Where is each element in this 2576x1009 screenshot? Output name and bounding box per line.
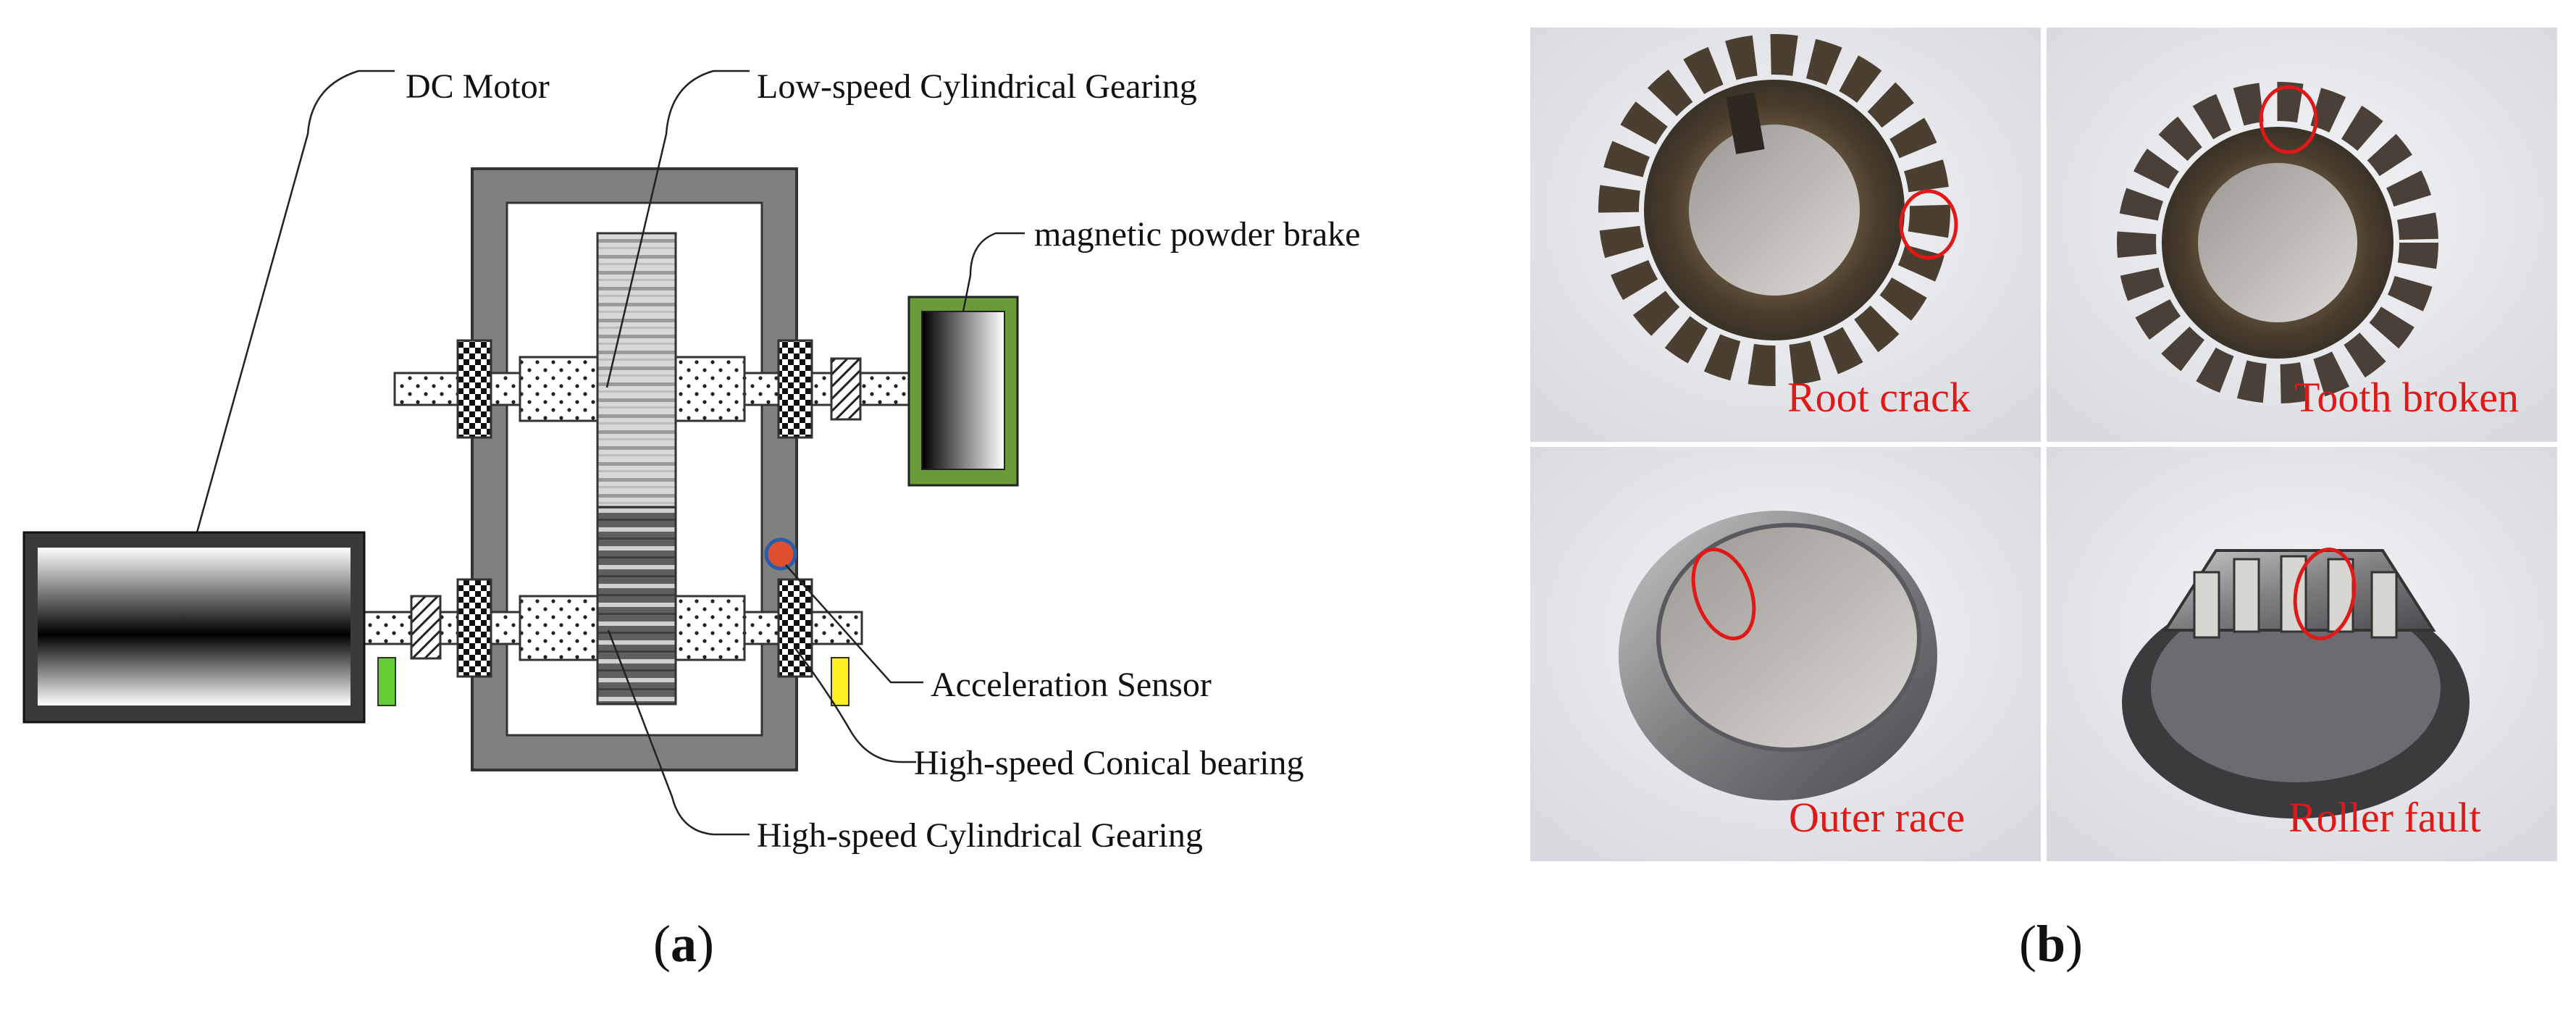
- roller-bearing: [2122, 549, 2470, 818]
- bearing-lower-right: [777, 578, 813, 678]
- caption-tooth-broken: Tooth broken: [2294, 374, 2520, 421]
- leader-low-speed-gearing: [605, 70, 750, 388]
- label-acceleration-sensor: Acceleration Sensor: [931, 666, 1212, 704]
- brake-coupling: [830, 357, 862, 421]
- bearing-lower-left: [456, 578, 492, 678]
- label-high-speed-gearing: High-speed Cylindrical Gearing: [757, 816, 1203, 855]
- pinion-gear: [596, 506, 677, 706]
- brake-core: [921, 311, 1005, 470]
- dc-motor-core: [38, 548, 351, 706]
- roller-fault-highlight: [2293, 548, 2357, 640]
- tooth-broken-highlight: [2259, 85, 2318, 154]
- tooth-broken-gear: [2117, 82, 2438, 403]
- outer-race-highlight: [1691, 547, 1756, 641]
- acceleration-sensor: [764, 537, 797, 571]
- leader-dc-motor: [196, 70, 395, 533]
- root-crack-gear: [1598, 34, 1950, 386]
- subfigure-label-a: (a): [653, 915, 714, 973]
- label-conical-bearing: High-speed Conical bearing: [914, 744, 1304, 782]
- label-dc-motor: DC Motor: [406, 67, 550, 106]
- leader-brake: [962, 232, 1025, 312]
- leader-acceleration-sensor: [785, 564, 923, 684]
- leader-lines: [196, 70, 1025, 836]
- label-magnetic-brake: magnetic powder brake: [1034, 215, 1361, 254]
- bearing-upper-right: [777, 339, 813, 439]
- root-crack-highlight: [1899, 189, 1958, 260]
- bearing-upper-left: [456, 339, 492, 439]
- yellow-speed-marker: [831, 657, 849, 706]
- motor-coupling: [410, 595, 442, 660]
- caption-roller-fault: Roller fault: [2288, 794, 2481, 841]
- caption-outer-race: Outer race: [1789, 794, 1965, 841]
- leader-conical-bearing: [794, 648, 916, 763]
- leader-high-speed-gearing: [607, 629, 750, 836]
- subfigure-label-b: (b): [2019, 915, 2084, 973]
- green-speed-marker: [377, 657, 396, 706]
- test-rig-schematic: [22, 70, 1025, 836]
- label-low-speed-gearing: Low-speed Cylindrical Gearing: [757, 67, 1197, 106]
- outer-race-ring: [1619, 511, 1937, 800]
- caption-root-crack: Root crack: [1787, 374, 1971, 421]
